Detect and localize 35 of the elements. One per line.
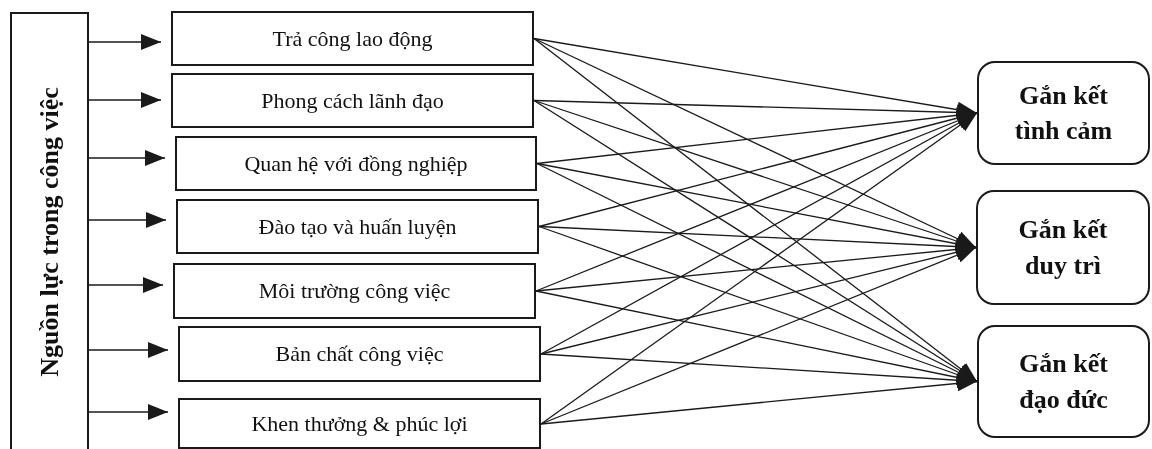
factor-box <box>178 398 541 449</box>
category-box <box>10 12 89 449</box>
node-label: Trả công lao động <box>272 25 433 52</box>
factor-box <box>173 263 536 319</box>
outcome-box <box>977 325 1150 438</box>
arrow <box>88 277 164 293</box>
node-label: Phong cách lãnh đạo <box>261 87 444 114</box>
node-label: Môi trường công việc <box>258 278 451 304</box>
arrow <box>540 112 978 425</box>
node-label: Gắn kết tình cảm <box>1013 79 1114 147</box>
outcome-box <box>976 190 1150 305</box>
arrow <box>88 404 169 420</box>
arrow <box>88 34 162 50</box>
factor-box <box>178 326 541 382</box>
arrow <box>533 99 978 383</box>
arrow <box>540 246 977 425</box>
arrow <box>88 92 162 108</box>
arrow <box>88 342 169 358</box>
factor-box <box>176 199 539 254</box>
vertical-label: Nguồn lực trong công việc <box>34 86 65 377</box>
node-label: Đào tạo và huấn luyện <box>258 213 457 240</box>
arrow <box>540 375 978 425</box>
node-label: Gắn kết đạo đức <box>1018 348 1109 416</box>
arrow <box>540 112 978 355</box>
factor-box <box>171 11 534 66</box>
factor-box <box>175 136 537 191</box>
outcome-box <box>977 61 1150 165</box>
arrow <box>88 212 167 228</box>
arrow <box>88 150 166 166</box>
arrow <box>533 99 977 249</box>
node-label: Bản chất công việc <box>275 341 444 367</box>
node-label: Gắn kết duy trì <box>1017 214 1109 282</box>
factor-box <box>171 73 534 128</box>
node-label: Quan hệ với đồng nghiệp <box>244 150 468 177</box>
node-label: Khen thưởng & phúc lợi <box>251 410 468 437</box>
